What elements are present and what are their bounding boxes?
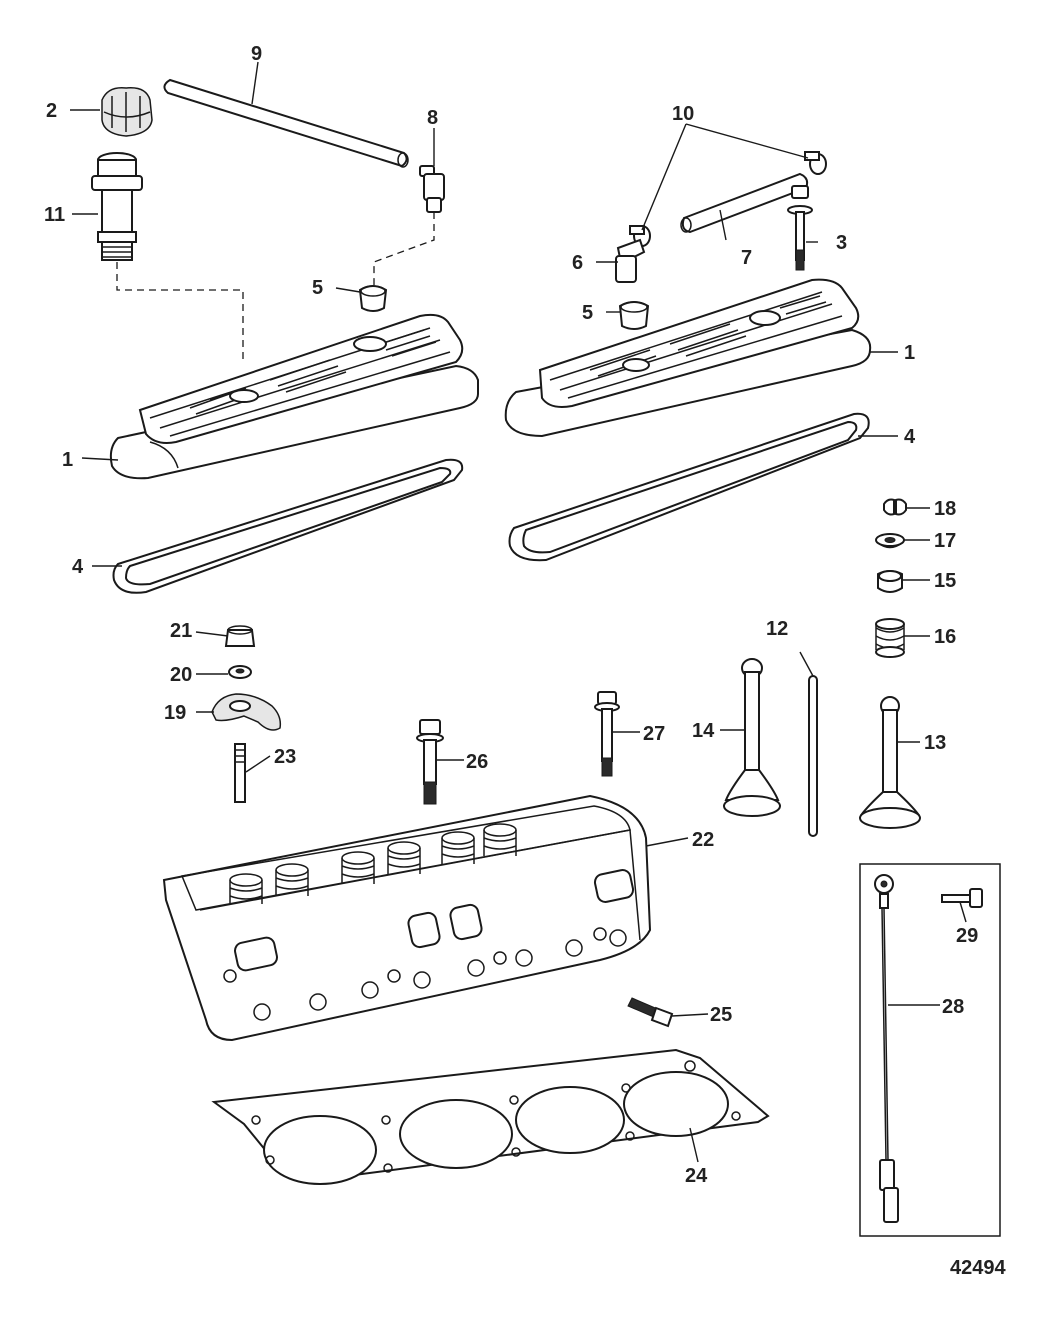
callout-21: 21 — [170, 620, 192, 642]
callout-23: 23 — [274, 746, 296, 768]
callout-24: 24 — [685, 1165, 708, 1187]
callout-18: 18 — [934, 498, 956, 520]
callout-12: 12 — [766, 618, 788, 640]
valve-cover-bolt-3 — [787, 185, 813, 271]
grommet-5-left — [358, 285, 388, 312]
cylinder-head-bolt-27 — [594, 691, 620, 777]
rocker-arm-19 — [211, 693, 282, 731]
bolt-25 — [627, 997, 674, 1028]
valve-cover-gasket-4-right — [508, 412, 870, 562]
head-gasket-24 — [211, 1048, 770, 1185]
callout-2: 2 — [46, 100, 57, 122]
knock-sensor-inset-box — [859, 863, 1001, 1237]
valve-cover-gasket-4-left — [112, 458, 464, 594]
breather-hose-7 — [680, 172, 809, 234]
callout-4-right: 4 — [904, 426, 916, 448]
cylinder-head-22 — [162, 794, 652, 1042]
callout-3: 3 — [836, 232, 847, 254]
valve-cover-1-left — [109, 313, 479, 480]
callout-5-left: 5 — [312, 277, 323, 299]
callout-5-right: 5 — [582, 302, 593, 324]
callout-27: 27 — [643, 723, 665, 745]
callout-16: 16 — [934, 626, 956, 648]
oil-fill-cap-2 — [101, 87, 153, 137]
callout-10: 10 — [672, 103, 694, 125]
callout-26: 26 — [466, 751, 488, 773]
intake-valve-14 — [723, 658, 781, 817]
elbow-fitting-6 — [615, 238, 646, 283]
knock-sensor-bolt-29 — [941, 888, 983, 908]
callout-7: 7 — [741, 247, 752, 269]
assembly-line-left-tube — [116, 262, 244, 362]
callout-28: 28 — [942, 996, 964, 1018]
callout-25: 25 — [710, 1004, 732, 1026]
callout-19: 19 — [164, 702, 186, 724]
valve-seal-15 — [877, 570, 903, 593]
callout-labels: 9 2 8 11 5 1 4 10 3 6 7 5 1 4 18 17 15 1… — [44, 43, 978, 1187]
callout-22: 22 — [692, 829, 714, 851]
rocker-stud-23 — [234, 743, 246, 803]
leader-lines — [70, 61, 967, 1163]
push-rod-12 — [808, 675, 818, 837]
callout-1-left: 1 — [62, 449, 73, 471]
hose-clamp-10-upper — [804, 151, 827, 175]
callout-14: 14 — [692, 720, 715, 742]
callout-15: 15 — [934, 570, 956, 592]
valve-spring-16 — [875, 618, 905, 658]
oil-fill-tube-11 — [91, 152, 143, 261]
callout-8: 8 — [427, 107, 438, 129]
knock-sensor-28 — [874, 874, 899, 1223]
callout-20: 20 — [170, 664, 192, 686]
rocker-ball-20 — [228, 665, 252, 679]
figure-number: 42494 — [950, 1257, 1006, 1279]
assembly-line-left-pcv — [373, 212, 435, 286]
valve-spring-retainer-17 — [875, 533, 905, 549]
breather-hose-9 — [163, 78, 409, 168]
cylinder-head-bolt-26 — [416, 719, 444, 805]
callout-9: 9 — [251, 43, 262, 65]
rocker-nut-21 — [224, 625, 256, 647]
callout-6: 6 — [572, 252, 583, 274]
callout-1-right: 1 — [904, 342, 915, 364]
callout-13: 13 — [924, 732, 946, 754]
callout-11: 11 — [44, 204, 65, 226]
exhaust-valve-13 — [859, 696, 921, 829]
valve-keepers-18 — [883, 498, 907, 516]
callout-17: 17 — [934, 530, 956, 552]
callout-29: 29 — [956, 925, 978, 947]
pcv-elbow-8 — [419, 165, 445, 213]
callout-4-left: 4 — [72, 556, 84, 578]
grommet-5-right — [618, 301, 650, 330]
valve-cover-1-right — [504, 278, 872, 438]
